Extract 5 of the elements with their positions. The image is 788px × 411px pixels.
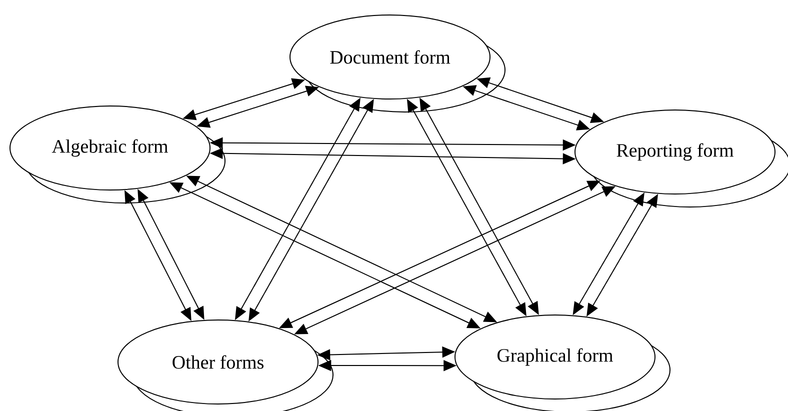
- ellipse-node: Other forms: [118, 319, 334, 411]
- ellipse-node: Graphical form: [454, 314, 670, 411]
- ellipse-node: Reporting form: [574, 110, 788, 208]
- ellipse-node: Algebraic form: [10, 105, 226, 204]
- ellipse-node: Document form: [290, 14, 506, 112]
